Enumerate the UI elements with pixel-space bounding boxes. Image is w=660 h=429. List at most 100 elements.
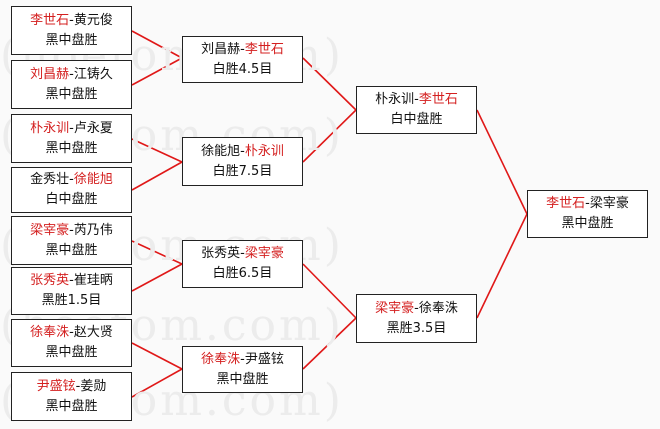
player-name: 赵大贤 xyxy=(73,325,113,340)
match-result: 黑中盘胜 xyxy=(45,242,98,258)
match-players: 刘昌赫-江铸久 xyxy=(30,65,113,85)
match-box: 徐奉洙-赵大贤黑中盘胜 xyxy=(11,319,132,367)
match-players: 李世石-梁宰豪 xyxy=(546,194,629,214)
player-name: 江铸久 xyxy=(73,66,113,82)
separator: - xyxy=(69,172,74,187)
match-result: 白胜4.5目 xyxy=(212,61,273,77)
match-players: 徐能旭-朴永训 xyxy=(201,142,284,162)
bracket-connector-line xyxy=(476,213,528,319)
separator: - xyxy=(240,246,245,261)
separator: - xyxy=(240,143,245,159)
match-players: 金秀壮-徐能旭 xyxy=(30,170,113,190)
match-players: 徐奉洙-尹盛铉 xyxy=(201,350,284,370)
player-name: 尹盛铉 xyxy=(36,378,76,394)
player-name: 芮乃伟 xyxy=(73,222,113,238)
player-name: 梁宰豪 xyxy=(375,300,415,316)
player-name: 朴永训 xyxy=(30,120,70,136)
match-players: 朴永训-李世石 xyxy=(375,90,458,110)
match-box: 刘昌赫-李世石白胜4.5目 xyxy=(182,36,303,83)
match-players: 梁宰豪-徐奉洙 xyxy=(375,299,458,319)
separator: - xyxy=(414,300,419,316)
match-players: 徐奉洙-赵大贤 xyxy=(30,323,113,343)
separator: - xyxy=(414,92,419,107)
player-name: 张秀英 xyxy=(201,246,241,261)
separator: - xyxy=(69,66,74,82)
match-players: 朴永训-卢永夏 xyxy=(30,119,113,139)
match-box: 梁宰豪-徐奉洙黑胜3.5目 xyxy=(356,294,477,343)
separator: - xyxy=(69,325,74,340)
match-result: 白胜7.5目 xyxy=(212,163,273,179)
player-name: 李世石 xyxy=(546,196,586,211)
match-players: 张秀英-梁宰豪 xyxy=(201,244,284,264)
match-box: 刘昌赫-江铸久黑中盘胜 xyxy=(11,60,132,109)
match-players: 张秀英-崔珪昞 xyxy=(30,271,113,291)
player-name: 姜勋 xyxy=(80,378,107,394)
match-result: 黑中盘胜 xyxy=(561,216,614,231)
match-box: 徐能旭-朴永训白胜7.5目 xyxy=(182,137,303,186)
player-name: 金秀壮 xyxy=(30,172,70,187)
player-name: 卢永夏 xyxy=(73,120,113,136)
bracket-connector-line xyxy=(302,109,357,163)
bracket-connector-line xyxy=(131,368,183,398)
player-name: 徐奉洙 xyxy=(30,325,70,340)
match-result: 黑中盘胜 xyxy=(45,140,98,156)
match-box: 朴永训-李世石白中盘胜 xyxy=(356,86,477,134)
match-box: 金秀壮-徐能旭白中盘胜 xyxy=(11,167,132,213)
bracket-connector-line xyxy=(131,240,183,265)
player-name: 李世石 xyxy=(418,92,458,107)
separator: - xyxy=(585,196,590,211)
player-name: 李世石 xyxy=(30,12,70,28)
match-box: 朴永训-卢永夏黑中盘胜 xyxy=(11,114,132,163)
bracket-connector-line xyxy=(131,161,183,191)
match-box: 张秀英-崔珪昞黑胜1.5目 xyxy=(11,267,132,315)
player-name: 朴永训 xyxy=(244,143,284,159)
match-box: 李世石-梁宰豪黑中盘胜 xyxy=(527,190,648,238)
player-name: 黄元俊 xyxy=(73,12,113,28)
bracket-connector-line xyxy=(302,263,357,319)
separator: - xyxy=(240,41,245,57)
match-box: 梁宰豪-芮乃伟黑中盘胜 xyxy=(11,216,132,265)
match-box: 李世石-黄元俊黑中盘胜 xyxy=(11,6,132,55)
match-result: 黑中盘胜 xyxy=(45,32,98,48)
match-result: 白胜6.5目 xyxy=(212,266,273,281)
match-result: 黑中盘胜 xyxy=(216,371,269,387)
match-result: 白中盘胜 xyxy=(390,112,443,127)
player-name: 梁宰豪 xyxy=(30,222,70,238)
separator: - xyxy=(75,378,81,394)
player-name: 尹盛铉 xyxy=(244,351,284,367)
bracket-connector-line xyxy=(131,263,183,292)
separator: - xyxy=(69,120,74,136)
separator: - xyxy=(69,273,74,288)
player-name: 崔珪昞 xyxy=(73,273,113,288)
match-box: 徐奉洙-尹盛铉黑中盘胜 xyxy=(182,346,303,393)
match-result: 黑中盘胜 xyxy=(45,86,98,102)
bracket-connector-line xyxy=(131,57,183,86)
player-name: 李世石 xyxy=(244,41,284,57)
match-players: 李世石-黄元俊 xyxy=(30,11,113,31)
match-result: 白中盘胜 xyxy=(45,192,98,207)
match-result: 黑中盘胜 xyxy=(45,398,98,414)
bracket-connector-line xyxy=(476,109,528,215)
player-name: 朴永训 xyxy=(375,92,415,107)
player-name: 徐奉洙 xyxy=(418,300,458,316)
separator: - xyxy=(69,12,74,28)
separator: - xyxy=(69,222,74,238)
bracket-connector-line xyxy=(302,317,357,370)
player-name: 张秀英 xyxy=(30,273,70,288)
match-result: 黑胜3.5目 xyxy=(386,320,447,336)
bracket-connector-line xyxy=(131,138,183,163)
player-name: 梁宰豪 xyxy=(589,196,629,211)
match-box: 尹盛铉-姜勋黑中盘胜 xyxy=(11,372,132,421)
match-result: 黑胜1.5目 xyxy=(41,293,102,308)
player-name: 徐奉洙 xyxy=(201,351,241,367)
player-name: 刘昌赫 xyxy=(30,66,70,82)
player-name: 刘昌赫 xyxy=(201,41,241,57)
match-players: 尹盛铉-姜勋 xyxy=(37,377,107,397)
bracket-connector-line xyxy=(302,57,357,111)
match-players: 梁宰豪-芮乃伟 xyxy=(30,221,113,241)
player-name: 徐能旭 xyxy=(73,172,113,187)
match-box: 张秀英-梁宰豪白胜6.5目 xyxy=(182,240,303,288)
separator: - xyxy=(240,351,245,367)
player-name: 梁宰豪 xyxy=(244,246,284,261)
